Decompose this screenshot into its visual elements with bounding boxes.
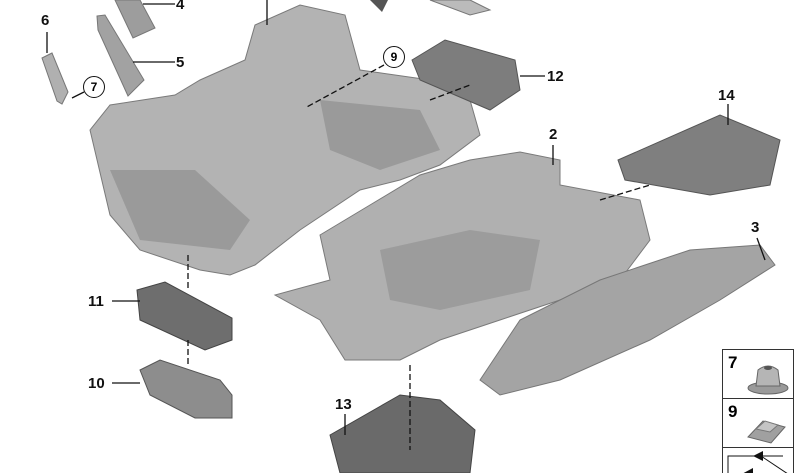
partial-part-top-right: [429, 0, 492, 16]
arrow-icon: [727, 451, 788, 473]
leader-lines: [46, 0, 766, 450]
label-part-4: 4: [176, 0, 185, 13]
part-4[interactable]: [114, 0, 156, 39]
label-part-12: 12: [547, 68, 564, 85]
part-10[interactable]: [139, 359, 233, 419]
part-2-floor-center: [380, 230, 540, 310]
label-part-9-circled: 9: [383, 46, 405, 68]
legend-number: 9: [728, 402, 738, 421]
clip-icon: [747, 420, 786, 444]
label-part-6: 6: [41, 12, 50, 29]
part-6[interactable]: [41, 52, 69, 105]
label-part-5: 5: [176, 54, 185, 71]
legend-item-7[interactable]: 7: [723, 350, 793, 399]
fastener-legend: 7 9: [722, 349, 794, 473]
label-part-13: 13: [335, 396, 352, 413]
part-11[interactable]: [136, 281, 233, 351]
label-part-10: 10: [88, 375, 105, 392]
part-3-trunk-carpet[interactable]: [479, 244, 776, 396]
label-part-2: 2: [549, 126, 558, 143]
part-12[interactable]: [411, 39, 521, 111]
part-13[interactable]: [329, 394, 476, 473]
part-5[interactable]: [96, 14, 145, 97]
legend-item-arrow[interactable]: [723, 448, 793, 473]
part-14[interactable]: [617, 114, 781, 196]
label-part-7-circled: 7: [83, 76, 105, 98]
part-1-front-floor-right: [320, 100, 440, 170]
label-part-3: 3: [751, 219, 760, 236]
partial-part-top: [370, 0, 388, 12]
legend-item-9[interactable]: 9: [723, 399, 793, 448]
legend-number: 7: [728, 353, 738, 372]
label-part-14: 14: [718, 87, 735, 104]
hex-nut-icon: [747, 365, 789, 395]
label-part-11: 11: [88, 293, 104, 310]
part-1-front-floor-left: [110, 170, 250, 250]
